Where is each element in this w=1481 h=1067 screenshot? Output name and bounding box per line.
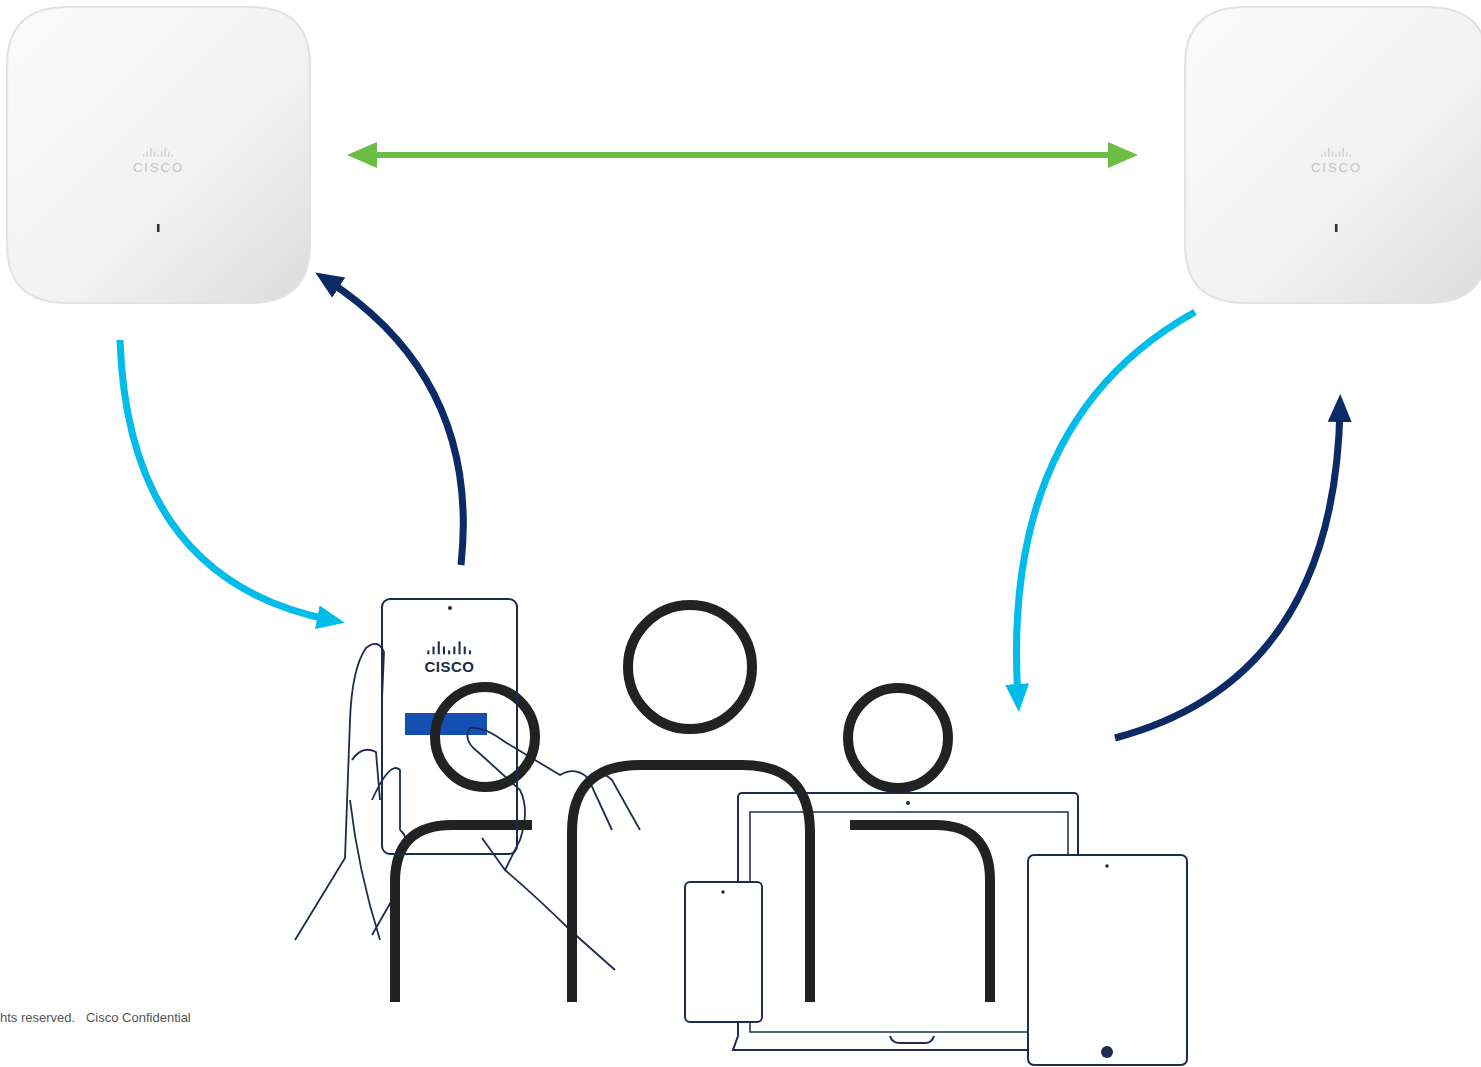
radio-link-arrow bbox=[327, 280, 463, 565]
device-logo: CISCO bbox=[1183, 160, 1481, 175]
phone-camera bbox=[721, 890, 725, 894]
logo-block: CISCO bbox=[1183, 147, 1481, 175]
cisco-bars bbox=[142, 147, 174, 158]
logo-block: CISCO bbox=[5, 147, 312, 175]
footer-note: hts reserved. Cisco Confidential bbox=[0, 1010, 191, 1025]
app-logo: CISCO bbox=[383, 658, 516, 675]
access-point: CISCO bbox=[1183, 5, 1481, 305]
person-head bbox=[628, 605, 752, 729]
left-hand bbox=[295, 644, 406, 940]
phone-button bbox=[405, 713, 487, 735]
laptop-camera bbox=[906, 801, 910, 805]
radio-link-arrow bbox=[362, 152, 1123, 158]
person-body bbox=[395, 825, 532, 1002]
device-logo: CISCO bbox=[5, 160, 312, 175]
cisco-bars bbox=[426, 640, 473, 656]
logo-block: CISCO bbox=[383, 640, 516, 675]
tablet-camera bbox=[1105, 864, 1109, 868]
radio-link-arrow bbox=[120, 340, 331, 620]
cisco-bars bbox=[1320, 147, 1352, 158]
downlink-arrow bbox=[1016, 312, 1195, 698]
small-phone bbox=[685, 882, 762, 1022]
person-head bbox=[848, 688, 948, 788]
tablet-button bbox=[1101, 1046, 1113, 1058]
phone-screen: CISCO bbox=[381, 598, 518, 855]
phone-camera bbox=[448, 606, 452, 610]
laptop-bezel bbox=[750, 812, 1068, 1032]
tablet bbox=[1028, 855, 1187, 1065]
person-body bbox=[850, 825, 990, 1002]
access-point: CISCO bbox=[5, 5, 312, 305]
uplink-arrow bbox=[1115, 408, 1340, 738]
person-head bbox=[435, 687, 535, 787]
